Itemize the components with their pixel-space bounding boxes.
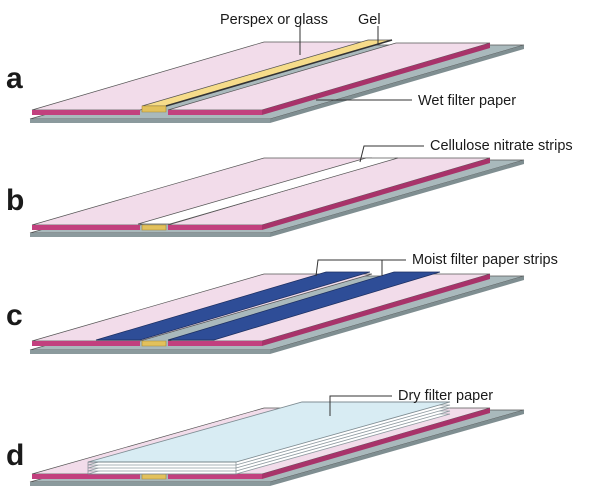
label-perspex-or-glass: Perspex or glass	[220, 12, 328, 28]
wet-filter-paper-right-side	[168, 225, 262, 230]
panel-letter-a: a	[6, 62, 23, 95]
panel-c: c Moist filter paper strips	[6, 252, 558, 354]
wet-filter-paper-left-side	[32, 110, 140, 115]
leader-dry-filter-paper	[329, 395, 392, 416]
wet-filter-paper-left-side	[32, 341, 140, 346]
gel-strip-side	[141, 473, 167, 480]
panel-d: d Dry filter paper	[6, 388, 525, 486]
gel-strip-edge	[165, 39, 393, 107]
moist-filter-paper-strip-right	[167, 271, 441, 341]
wet-filter-paper-right-side	[168, 474, 262, 479]
panel-letter-d: d	[6, 439, 24, 472]
perspex-plate-side	[30, 350, 270, 354]
dry-filter-paper-stack	[87, 401, 451, 475]
leader-moist-strips	[315, 259, 406, 277]
perspex-plate-right-side	[270, 160, 524, 237]
panel-letter-b: b	[6, 184, 24, 217]
perspex-plate-side	[30, 233, 270, 237]
perspex-plate-right-side	[270, 410, 524, 486]
panel-b: b Cellulose nitrate strips	[6, 138, 573, 237]
wet-filter-paper-right-end	[262, 158, 490, 230]
wet-filter-paper-right-end	[262, 43, 490, 115]
wet-filter-paper-left-side	[32, 474, 140, 479]
gel-strip-side	[141, 340, 167, 347]
label-cellulose-nitrate-strips: Cellulose nitrate strips	[430, 138, 573, 154]
panel-a: a Perspex or glass Gel Wet filter paper	[6, 12, 525, 123]
label-moist-filter-paper-strips: Moist filter paper strips	[412, 252, 558, 268]
perspex-plate-right-side	[270, 45, 524, 123]
dry-paper-front-edge	[87, 461, 237, 475]
label-wet-filter-paper: Wet filter paper	[418, 93, 516, 109]
label-gel: Gel	[358, 12, 381, 28]
perspex-plate-side	[30, 482, 270, 486]
wet-filter-paper-right-side	[168, 341, 262, 346]
wet-filter-paper-right-side	[168, 110, 262, 115]
wet-filter-paper-right-end	[262, 274, 490, 346]
cellulose-nitrate-strip	[137, 157, 399, 225]
moist-filter-paper-strip-left	[95, 271, 371, 341]
panel-letter-c: c	[6, 299, 23, 332]
perspex-plate-right-side	[270, 276, 524, 354]
label-dry-filter-paper: Dry filter paper	[398, 388, 493, 404]
gel-strip-side	[141, 105, 167, 113]
leader-cellulose-nitrate	[359, 145, 424, 163]
perspex-plate-side	[30, 119, 270, 123]
wet-filter-paper-left-side	[32, 225, 140, 230]
wet-filter-paper-right-end	[262, 408, 490, 479]
gel-strip-side	[141, 224, 167, 231]
